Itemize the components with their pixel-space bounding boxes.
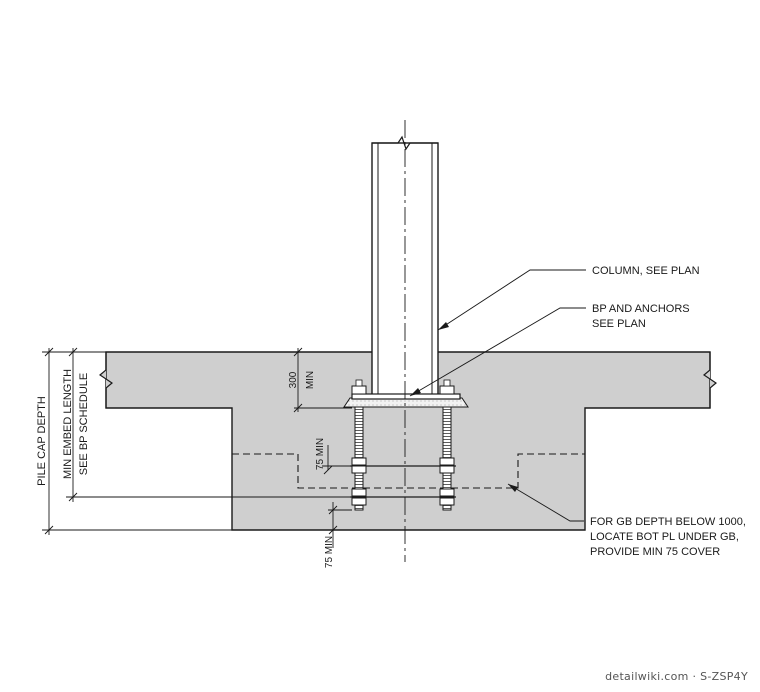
see-bp-schedule-label: SEE BP SCHEDULE [78,373,90,476]
break-line-left [98,352,114,408]
bottom-nut-right-2 [439,497,455,506]
grade-beam-outline [232,453,585,489]
bp-rod-top-left [355,379,363,387]
leader-bp-anchors [409,307,586,397]
embed-length-label: MIN EMBED LENGTH [62,369,74,479]
note-bp-line1: BP AND ANCHORS [592,303,690,315]
bp-rod-top-right [443,379,451,387]
note-gb-line2: LOCATE BOT PL UNDER GB, [590,531,739,543]
note-gb-line3: PROVIDE MIN 75 COVER [590,546,720,558]
dim-75-lower [328,502,352,548]
note-bp-line2: SEE PLAN [592,318,646,330]
dim-75-upper-label: 75 MIN [315,438,326,470]
dim-75-lower-label: 75 MIN [324,536,335,568]
upper-nut-left [351,457,367,466]
bp-nut-left [351,385,367,395]
pile-cap-depth-label: PILE CAP DEPTH [36,396,48,486]
leader-column [437,269,586,331]
bottom-nut-left-2 [351,497,367,506]
base-plate [351,393,461,400]
dim-300-min-label: MIN [305,371,316,389]
break-line-right [702,352,718,408]
dim-75-upper [322,445,352,475]
upper-nut-right [439,457,455,466]
note-gb-line1: FOR GB DEPTH BELOW 1000, [590,516,746,528]
bp-nut-right [439,385,455,395]
upper-nut-left-2 [351,465,367,474]
dim-embed-length [66,347,350,502]
bottom-nut-right [439,488,455,497]
leader-gb [507,483,584,522]
dim-300-label: 300 [288,371,299,388]
column-break [372,135,438,151]
note-column: COLUMN, SEE PLAN [592,265,700,277]
upper-nut-right-2 [439,465,455,474]
bottom-nut-left [351,488,367,497]
dim-pile-cap-depth [42,347,232,535]
dim-300-min [293,347,352,413]
watermark: detailwiki.com · S-ZSP4Y [605,670,748,683]
